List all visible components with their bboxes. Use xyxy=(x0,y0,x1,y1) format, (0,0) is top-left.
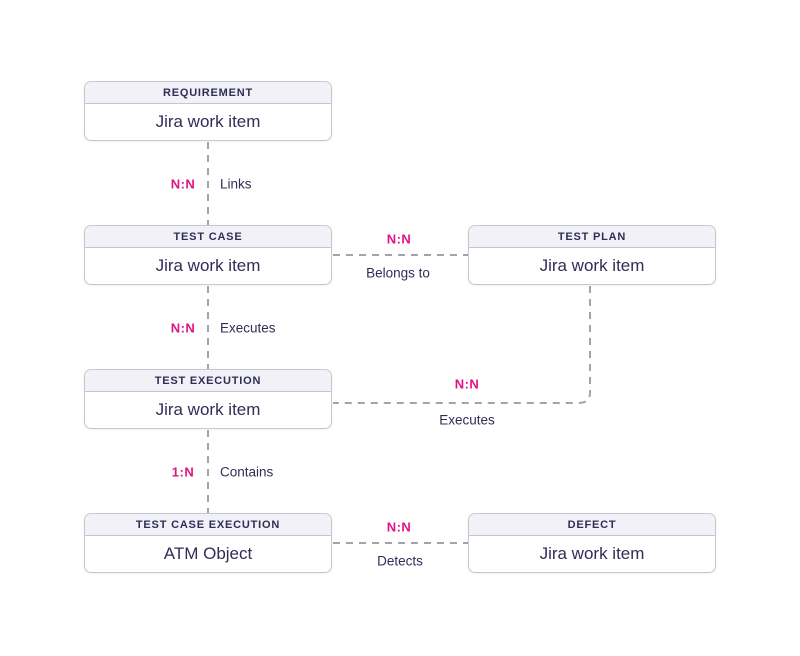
entity-test-case-execution-subtitle: ATM Object xyxy=(163,544,253,563)
relationship-label-belongs-to: Belongs to xyxy=(366,265,430,281)
entity-requirement-subtitle: Jira work item xyxy=(155,112,261,131)
entity-requirement: REQUIREMENT Jira work item xyxy=(84,81,332,141)
entity-test-case: TEST CASE Jira work item xyxy=(84,225,332,285)
relationship-label-executes-right: Executes xyxy=(439,412,495,428)
entity-test-case-execution: TEST CASE EXECUTION ATM Object xyxy=(84,513,332,573)
entity-test-execution-title: TEST EXECUTION xyxy=(85,370,331,392)
cardinality-contains: 1:N xyxy=(171,464,195,480)
entity-defect-subtitle: Jira work item xyxy=(539,544,645,563)
cardinality-detects: N:N xyxy=(386,519,412,535)
relationship-label-links: Links xyxy=(220,176,252,192)
entity-defect-title: DEFECT xyxy=(469,514,715,536)
entity-requirement-title: REQUIREMENT xyxy=(85,82,331,104)
cardinality-links: N:N xyxy=(170,176,196,192)
cardinality-executes-left: N:N xyxy=(170,320,196,336)
relationship-label-detects: Detects xyxy=(377,553,423,569)
entity-test-plan-subtitle: Jira work item xyxy=(539,256,645,275)
entity-test-plan: TEST PLAN Jira work item xyxy=(468,225,716,285)
entity-test-case-title: TEST CASE xyxy=(85,226,331,248)
entity-defect: DEFECT Jira work item xyxy=(468,513,716,573)
relationship-label-executes-left: Executes xyxy=(220,320,276,336)
cardinality-belongs-to: N:N xyxy=(386,231,412,247)
entity-test-plan-title: TEST PLAN xyxy=(469,226,715,248)
entity-test-execution: TEST EXECUTION Jira work item xyxy=(84,369,332,429)
cardinality-executes-right: N:N xyxy=(454,376,480,392)
entity-test-execution-subtitle: Jira work item xyxy=(155,400,261,419)
relationship-label-contains: Contains xyxy=(220,464,274,480)
entity-test-case-execution-title: TEST CASE EXECUTION xyxy=(85,514,331,536)
entity-test-case-subtitle: Jira work item xyxy=(155,256,261,275)
